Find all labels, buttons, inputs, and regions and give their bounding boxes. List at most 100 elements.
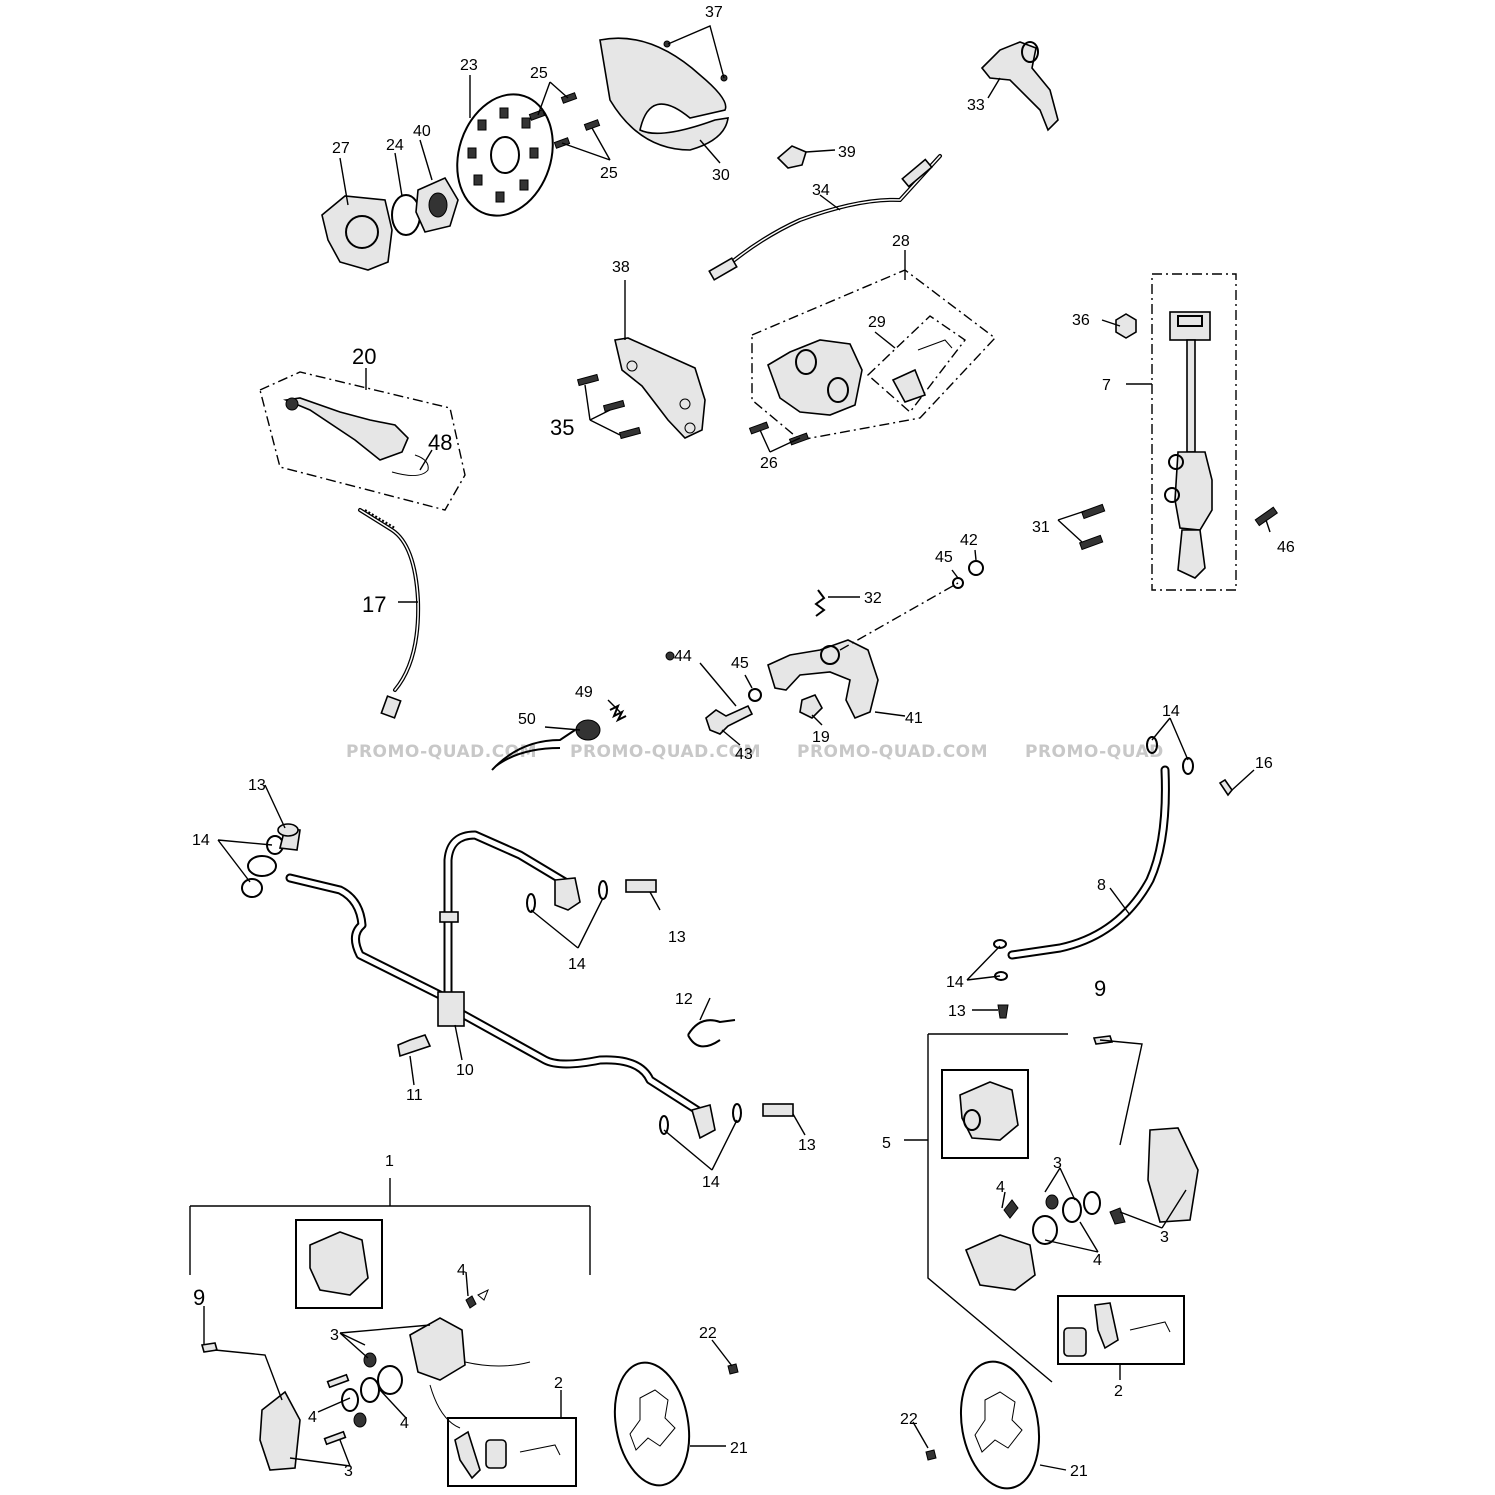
callout-3: 3 — [344, 1463, 353, 1480]
callout-12: 12 — [675, 991, 693, 1008]
callout-21: 21 — [1070, 1463, 1088, 1480]
callout-36: 36 — [1072, 312, 1090, 329]
callout-13: 13 — [248, 777, 266, 794]
pad-kit-inset-right — [1057, 1295, 1185, 1365]
callout-41: 41 — [905, 710, 923, 727]
callout-5: 5 — [882, 1135, 891, 1152]
callout-31: 31 — [1032, 519, 1050, 536]
callout-4: 4 — [996, 1179, 1005, 1196]
callout-2: 2 — [1114, 1383, 1123, 1400]
callout-38: 38 — [612, 259, 630, 276]
callout-35: 35 — [550, 415, 574, 440]
nut-36 — [1115, 313, 1137, 339]
banjo-fitting-bottom — [691, 1103, 716, 1140]
callout-17: 17 — [362, 592, 386, 617]
callout-33: 33 — [967, 97, 985, 114]
caliper-inset — [941, 1069, 1029, 1159]
callout-34: 34 — [812, 182, 830, 199]
callout-14: 14 — [1162, 703, 1180, 720]
callout-46: 46 — [1277, 539, 1295, 556]
rear-hub-assembly — [321, 92, 601, 271]
callout-39: 39 — [838, 144, 856, 161]
callout-14: 14 — [946, 974, 964, 991]
brake-cable-34 — [708, 154, 942, 281]
callout-22: 22 — [900, 1411, 918, 1428]
pedal-assembly — [665, 560, 984, 735]
callout-4: 4 — [400, 1415, 409, 1432]
caliper-bracket-left — [259, 1390, 301, 1471]
caliper-body-left — [409, 1317, 466, 1381]
callout-27: 27 — [332, 140, 350, 157]
bolt-11 — [397, 1034, 432, 1058]
callout-8: 8 — [1097, 877, 1106, 894]
callout-45: 45 — [731, 655, 749, 672]
callout-1: 1 — [385, 1153, 394, 1170]
callout-44: 44 — [674, 648, 692, 665]
disc-21-left — [613, 1361, 739, 1487]
clip-39 — [776, 145, 807, 169]
pin-43 — [705, 704, 754, 735]
hub-flange-27 — [321, 195, 393, 271]
hub-40-bearing — [428, 192, 448, 218]
bolt-16 — [1218, 778, 1233, 797]
brake-switch-50 — [491, 703, 627, 771]
callout-45: 45 — [935, 549, 953, 566]
washer-42 — [968, 560, 984, 576]
caliper-body-right — [964, 1234, 1036, 1291]
watermark-text: PROMO-QUAD.COM — [346, 742, 537, 762]
callout-14: 14 — [192, 832, 210, 849]
washer-45b — [748, 688, 762, 702]
callout-14: 14 — [568, 956, 586, 973]
bolt-13 — [625, 879, 657, 893]
callout-13: 13 — [948, 1003, 966, 1020]
watermark-text: PROMO-QUAD — [1025, 742, 1164, 762]
callout-9: 9 — [1094, 976, 1106, 1001]
nut-19 — [799, 694, 823, 719]
callout-29: 29 — [868, 314, 886, 331]
hub-flange-bore — [345, 215, 379, 249]
brake-hose-8 — [993, 736, 1233, 1019]
callout-21: 21 — [730, 1440, 748, 1457]
callout-19: 19 — [812, 729, 830, 746]
callout-4: 4 — [457, 1262, 466, 1279]
disc-21-right — [925, 1360, 1041, 1490]
washers-bolts-left — [241, 823, 794, 1135]
watermark-text: PROMO-QUAD.COM — [797, 742, 988, 762]
callout-40: 40 — [413, 123, 431, 140]
callout-50: 50 — [518, 711, 536, 728]
bolt-13c — [997, 1004, 1009, 1019]
brake-lever-33 — [980, 41, 1059, 132]
o-ring-24 — [391, 194, 421, 236]
callout-4: 4 — [308, 1409, 317, 1426]
banjo-fitting-top — [554, 877, 581, 911]
callout-43: 43 — [735, 746, 753, 763]
callout-10: 10 — [456, 1062, 474, 1079]
watermark-text: PROMO-QUAD.COM — [570, 742, 761, 762]
callout-16: 16 — [1255, 755, 1273, 772]
leader-lines — [203, 25, 1271, 1471]
bolts-25 — [528, 92, 601, 149]
caliper-group-5 — [927, 1033, 1199, 1383]
callout-22: 22 — [699, 1325, 717, 1342]
callout-24: 24 — [386, 137, 404, 154]
cotter-44 — [665, 651, 675, 661]
bolt-13b — [762, 1103, 794, 1117]
pad-kit-inset-left — [447, 1417, 577, 1487]
caliper-bracket — [1147, 1127, 1199, 1223]
callout-20: 20 — [352, 344, 376, 369]
lever-group-20 — [259, 371, 466, 511]
callout-14: 14 — [702, 1174, 720, 1191]
caliper-group-1 — [189, 1205, 591, 1487]
callout-3: 3 — [1053, 1155, 1062, 1172]
callout-4: 4 — [1093, 1252, 1102, 1269]
callout-48: 48 — [428, 430, 452, 455]
callout-28: 28 — [892, 233, 910, 250]
callout-13: 13 — [668, 929, 686, 946]
callout-42: 42 — [960, 532, 978, 549]
callout-37: 37 — [705, 4, 723, 21]
callout-9: 9 — [193, 1285, 205, 1310]
brake-disc-23-hub — [490, 136, 520, 174]
brake-cable-17 — [358, 508, 421, 719]
brake-disc-23 — [456, 93, 554, 217]
